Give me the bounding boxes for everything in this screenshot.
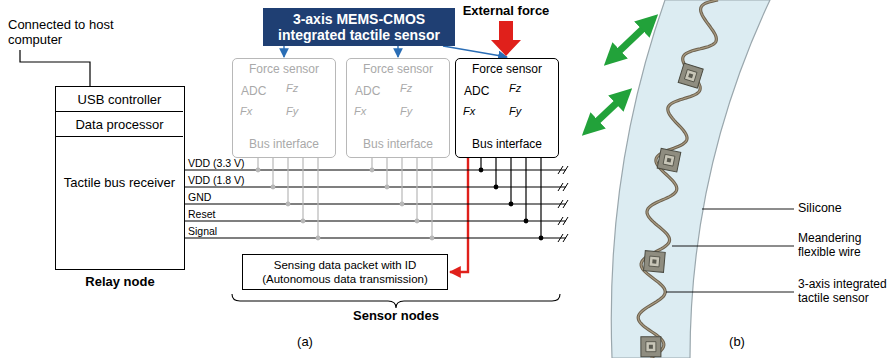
stretch-arrow — [590, 96, 624, 128]
leader-lines — [666, 209, 794, 292]
bus-tap — [302, 158, 303, 221]
bus-tap — [431, 158, 432, 238]
label: Sensor nodes — [350, 308, 442, 323]
junction-dot — [370, 168, 375, 173]
tactile-sensor-chip — [644, 251, 666, 273]
axis-label: Fy — [509, 105, 521, 117]
bus-tap — [510, 158, 511, 204]
label: Signal — [188, 225, 217, 237]
axis-label: Fz — [509, 82, 521, 94]
bracket — [232, 294, 560, 308]
label: 3-axis integrated tactile sensor — [798, 278, 890, 306]
bus-tap — [416, 158, 417, 221]
node-text: Bus interface — [347, 137, 449, 151]
label: Reset — [188, 208, 215, 220]
bus-tap — [317, 158, 318, 238]
data-arrow — [450, 158, 468, 272]
force-arrow — [491, 21, 521, 56]
junction-dot — [539, 236, 544, 241]
junction-dot — [494, 185, 499, 190]
break-marks — [558, 166, 568, 242]
axis-label: Fz — [286, 82, 298, 94]
junction-dot — [509, 202, 514, 207]
pointer-arrow — [397, 46, 398, 57]
axis-label: Fx — [354, 105, 366, 117]
bus-tap — [495, 158, 496, 187]
host-cable — [20, 50, 90, 86]
bus-tap — [287, 158, 288, 204]
node-text: ADC — [355, 84, 380, 98]
junction-dot — [430, 236, 435, 241]
node-text: Sensing data packet with ID (Autonomous … — [257, 258, 433, 286]
node-text: ADC — [241, 84, 266, 98]
node-text: Data processor — [75, 117, 163, 132]
bus-taps — [256, 158, 544, 240]
bus-tap — [386, 158, 387, 187]
pointer-arrow — [443, 46, 507, 57]
label: GND — [188, 191, 211, 203]
usb-controller-box: USB controller — [56, 87, 183, 112]
junction-dot — [271, 185, 276, 190]
node-text: Tactile bus receiver — [64, 175, 175, 190]
axis-label: Fy — [400, 105, 412, 117]
junction-dot — [286, 202, 291, 207]
break-mark — [558, 200, 568, 208]
node-text: Force sensor — [456, 62, 558, 76]
break-mark — [558, 183, 568, 191]
node-text: Force sensor — [233, 62, 335, 76]
junction-dot — [524, 219, 529, 224]
tactile-sensor-chip — [678, 63, 703, 88]
node-text: ADC — [464, 84, 489, 98]
junction-dot — [256, 168, 261, 173]
break-mark — [558, 166, 568, 174]
node-text: USB controller — [78, 92, 162, 107]
label: Silicone — [798, 201, 842, 215]
label: External force — [463, 3, 550, 18]
junction-dot — [316, 236, 321, 241]
title-box: 3-axis MEMS-CMOS integrated tactile sens… — [263, 8, 455, 46]
meander-wire-highlight — [638, 0, 718, 358]
label: (a) — [290, 334, 320, 349]
data-processor-box: Data processor — [56, 112, 183, 137]
bus-receiver-box: Tactile bus receiver — [56, 137, 183, 268]
node-text: 3-axis MEMS-CMOS integrated tactile sens… — [267, 11, 451, 43]
packet-box: Sensing data packet with ID (Autonomous … — [242, 254, 448, 290]
bus-tap — [540, 158, 541, 238]
junction-dot — [301, 219, 306, 224]
junction-dot — [415, 219, 420, 224]
axis-label: Fx — [240, 105, 252, 117]
axis-label: Fy — [286, 105, 298, 117]
junction-dot — [385, 185, 390, 190]
label: Meandering flexible wire — [798, 232, 890, 260]
bus-tap — [401, 158, 402, 204]
label: (b) — [722, 334, 752, 349]
break-mark — [558, 234, 568, 242]
label: VDD (3.3 V) — [188, 157, 245, 169]
node-text: Force sensor — [347, 62, 449, 76]
stretch-arrow — [612, 22, 650, 58]
axis-label: Fx — [463, 105, 475, 117]
pointer-arrow — [283, 46, 284, 57]
meander-wire — [638, 0, 718, 358]
bus-tap — [272, 158, 273, 187]
break-mark — [558, 217, 568, 225]
axis-label: Fz — [400, 82, 412, 94]
node-text: Bus interface — [233, 137, 335, 151]
bus-lines — [185, 170, 566, 238]
label: VDD (1.8 V) — [188, 174, 245, 186]
label: Connected to host computer — [8, 18, 158, 48]
junction-dot — [479, 168, 484, 173]
tactile-sensor-chip — [641, 337, 661, 357]
silicone-band — [611, 0, 770, 358]
junction-dot — [400, 202, 405, 207]
tactile-sensor-chip — [657, 148, 681, 172]
node-heading: Relay node — [56, 274, 184, 289]
relay-node-box: Relay nodeUSB controllerData processorTa… — [55, 86, 185, 270]
bus-tap — [525, 158, 526, 221]
meander-wire — [638, 0, 718, 358]
node-text: Bus interface — [456, 137, 558, 151]
